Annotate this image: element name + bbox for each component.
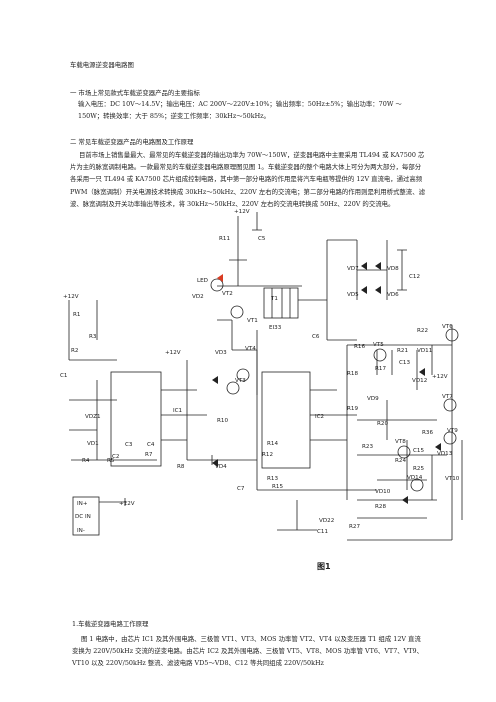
svg-text:VT2: VT2 [222,291,233,297]
svg-text:LED: LED [197,278,208,284]
svg-text:VT1: VT1 [247,318,258,324]
svg-text:DC IN: DC IN [75,514,91,520]
svg-text:VT6: VT6 [442,324,453,330]
svg-text:+12V: +12V [234,209,250,215]
svg-text:VD9: VD9 [367,396,379,402]
svg-text:R27: R27 [349,524,360,530]
svg-text:+12V: +12V [63,294,79,300]
svg-text:R13: R13 [267,476,278,482]
svg-text:R10: R10 [217,418,228,424]
svg-text:IC1: IC1 [173,408,183,414]
svg-text:C5: C5 [258,236,266,242]
svg-text:R28: R28 [375,504,386,510]
svg-text:VD12: VD12 [412,378,427,384]
svg-text:VT10: VT10 [445,476,460,482]
svg-text:IC2: IC2 [315,414,324,420]
svg-text:+12V: +12V [165,350,181,356]
svg-text:VD6: VD6 [387,292,399,298]
svg-text:R23: R23 [362,444,373,450]
svg-text:C11: C11 [317,529,328,535]
section2-body: 目前市场上销售量最大、最常见的车载逆变器的输出功率为 70W～150W，逆变器电… [70,151,425,208]
svg-text:R21: R21 [397,348,408,354]
svg-text:R18: R18 [347,371,358,377]
svg-text:R3: R3 [89,334,97,340]
svg-text:VD13: VD13 [437,451,453,457]
svg-text:R16: R16 [354,344,365,350]
svg-text:IN+: IN+ [77,501,88,507]
svg-text:R4: R4 [82,458,90,464]
section3-body: 图 1 电路中，由芯片 IC1 及其外围电路、三极管 VT1、VT3、MOS 功… [72,635,423,668]
svg-text:R8: R8 [177,464,185,470]
svg-text:C15: C15 [413,448,424,454]
svg-text:R12: R12 [262,452,273,458]
svg-text:VT5: VT5 [373,342,384,348]
section1-heading: 一 市场上常见款式车载逆变器产品的主要指标 [70,89,200,97]
svg-text:VT3: VT3 [235,378,246,384]
svg-text:+12V: +12V [119,501,135,507]
svg-text:VD2: VD2 [192,294,204,300]
svg-text:VD8: VD8 [387,266,399,272]
svg-text:VT9: VT9 [447,428,458,434]
svg-text:R22: R22 [417,328,428,334]
svg-text:C3: C3 [125,442,133,448]
svg-text:R24: R24 [395,458,406,464]
svg-text:VD10: VD10 [375,489,391,495]
svg-text:C2: C2 [112,454,119,460]
svg-text:VDZ1: VDZ1 [85,414,101,420]
svg-text:R2: R2 [71,348,78,354]
svg-text:R5: R5 [107,458,115,464]
section1-body: 输入电压：DC 10V～14.5V；输出电压：AC 200V～220V±10%；… [78,100,402,121]
svg-text:C1: C1 [60,373,68,379]
svg-text:R17: R17 [375,366,386,372]
svg-text:VT7: VT7 [442,394,453,400]
svg-text:R20: R20 [377,421,388,427]
svg-text:R1: R1 [73,312,81,318]
svg-text:C6: C6 [312,334,320,340]
svg-text:VT8: VT8 [395,439,406,445]
svg-text:R19: R19 [347,406,358,412]
svg-text:C13: C13 [399,360,410,366]
svg-text:C4: C4 [147,442,155,448]
svg-text:VT4: VT4 [245,346,256,352]
svg-text:VD14: VD14 [407,475,423,481]
svg-text:VD5: VD5 [347,292,359,298]
section2-heading: 二 常见车载逆变器产品的电路图及工作原理 [70,138,194,146]
led-symbol [217,274,223,282]
svg-text:R14: R14 [267,441,278,447]
svg-text:R11: R11 [219,236,230,242]
figure-label: 图1 [317,562,331,571]
svg-text:C7: C7 [237,486,245,492]
svg-text:+12V: +12V [432,374,448,380]
svg-text:R7: R7 [145,452,153,458]
svg-text:IN-: IN- [77,528,85,534]
svg-text:R36: R36 [422,430,433,436]
svg-text:R15: R15 [272,484,283,490]
svg-text:VD1: VD1 [87,441,99,447]
svg-text:VD7: VD7 [347,266,359,272]
svg-text:R25: R25 [413,466,424,472]
svg-text:EI33: EI33 [269,325,282,331]
svg-text:C12: C12 [409,274,420,280]
svg-text:VD22: VD22 [319,518,334,524]
svg-text:VD11: VD11 [417,348,433,354]
svg-text:VD3: VD3 [215,350,227,356]
section3-heading: 1.车载逆变器电路工作原理 [72,620,149,628]
doc-title: 车载电源逆变器电路图 [70,61,134,69]
svg-text:VD4: VD4 [215,464,227,470]
svg-text:T1: T1 [270,296,278,302]
